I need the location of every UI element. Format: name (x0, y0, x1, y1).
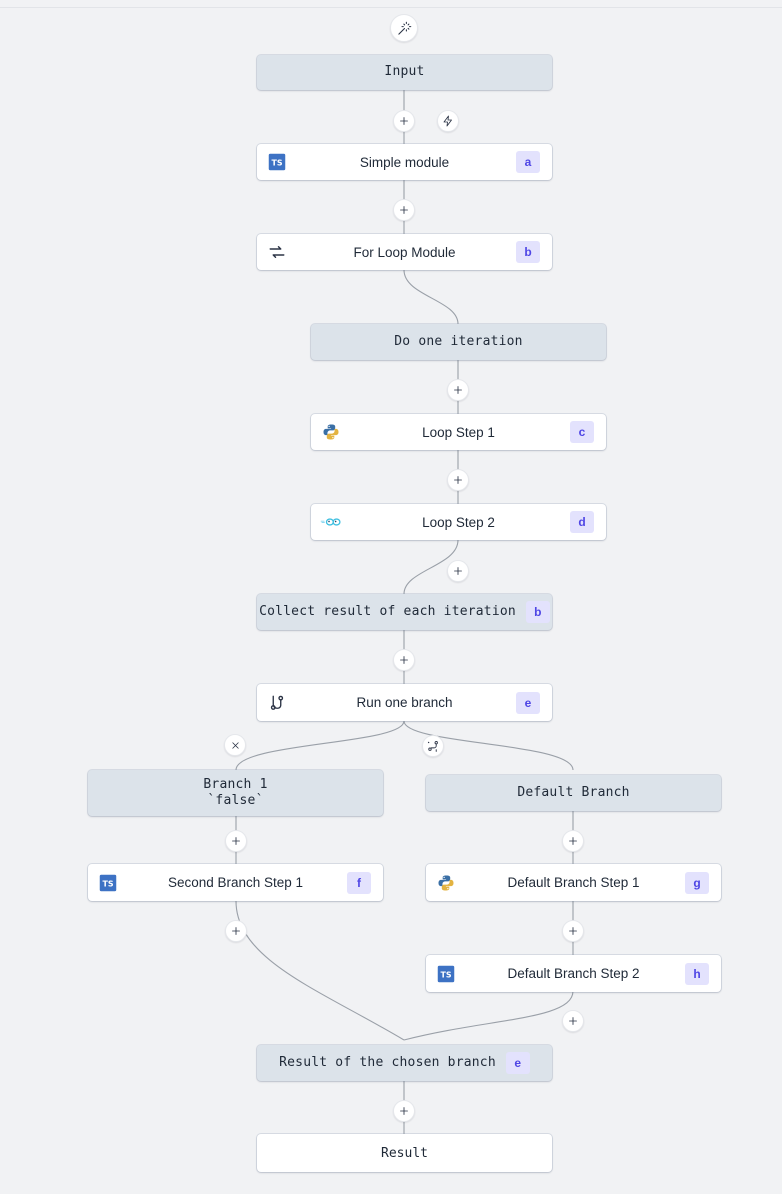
node-branch-1[interactable]: Branch 1 `false` (88, 770, 383, 816)
go-icon (320, 511, 342, 533)
add-step-button-11[interactable] (562, 1010, 584, 1032)
plus-icon (398, 1105, 410, 1117)
node-default-branch-step-1[interactable]: Default Branch Step 1 g (426, 864, 721, 901)
node-second-branch-step-1-label: Second Branch Step 1 (167, 875, 304, 890)
plus-icon (452, 474, 464, 486)
add-step-button-5[interactable] (447, 560, 469, 582)
plus-icon (398, 115, 410, 127)
add-step-button-8[interactable] (225, 920, 247, 942)
plus-icon (567, 1015, 579, 1027)
plus-icon (398, 654, 410, 666)
add-step-button-12[interactable] (393, 1100, 415, 1122)
zap-icon (442, 115, 454, 127)
svg-text:TS: TS (440, 970, 451, 979)
git-branch-plus-icon (427, 740, 440, 753)
add-step-button-3[interactable] (447, 379, 469, 401)
node-loop-step-2-badge: d (570, 511, 594, 533)
node-loop-step-1-label: Loop Step 1 (422, 424, 495, 440)
plus-icon (230, 925, 242, 937)
node-input[interactable]: Input (257, 55, 552, 90)
plus-icon (452, 384, 464, 396)
python-icon (322, 423, 340, 441)
add-step-button-6[interactable] (393, 649, 415, 671)
node-loop-step-1[interactable]: Loop Step 1 c (311, 414, 606, 450)
node-second-branch-step-1-badge: f (347, 871, 371, 894)
node-result-of-chosen-branch-badge: e (505, 1052, 530, 1074)
node-loop-step-1-badge: c (570, 421, 594, 443)
add-step-button-2[interactable] (393, 199, 415, 221)
plus-icon (567, 925, 579, 937)
node-simple-module[interactable]: TS Simple module a (257, 144, 552, 180)
node-for-loop-module-badge: b (516, 241, 540, 263)
node-default-branch-step-1-label: Default Branch Step 1 (507, 875, 640, 890)
node-do-one-iteration[interactable]: Do one iteration (311, 324, 606, 360)
node-collect-result-badge: b (525, 601, 550, 623)
node-for-loop-module-label: For Loop Module (353, 244, 456, 260)
add-step-button-4[interactable] (447, 469, 469, 491)
ai-magic-wand-button[interactable] (390, 14, 418, 42)
top-divider (0, 7, 782, 8)
add-step-button-7[interactable] (225, 830, 247, 852)
node-loop-step-2[interactable]: Loop Step 2 d (311, 504, 606, 540)
svg-text:TS: TS (102, 879, 113, 888)
plus-icon (230, 835, 242, 847)
node-collect-result[interactable]: Collect result of each iteration b (257, 594, 552, 630)
node-default-branch-step-1-badge: g (685, 871, 709, 894)
add-step-button-10[interactable] (562, 920, 584, 942)
node-for-loop-module[interactable]: For Loop Module b (257, 234, 552, 270)
magic-wand-icon (397, 21, 412, 36)
plus-icon (398, 204, 410, 216)
node-default-branch-step-2[interactable]: TS Default Branch Step 2 h (426, 955, 721, 992)
plus-icon (452, 565, 464, 577)
node-default-branch-step-2-label: Default Branch Step 2 (507, 966, 640, 981)
add-branch-button[interactable] (422, 735, 444, 757)
node-second-branch-step-1[interactable]: TS Second Branch Step 1 f (88, 864, 383, 901)
add-step-button-1[interactable] (393, 110, 415, 132)
node-result-label: Result (381, 1145, 428, 1161)
node-run-one-branch-badge: e (516, 691, 540, 714)
node-input-label: Input (384, 64, 425, 80)
python-icon (437, 874, 455, 892)
add-step-button-9[interactable] (562, 830, 584, 852)
node-default-branch[interactable]: Default Branch (426, 775, 721, 811)
typescript-icon: TS (99, 874, 117, 892)
node-result-of-chosen-branch-badge-slot: e (505, 1052, 530, 1074)
node-default-branch-step-2-badge: h (685, 962, 709, 985)
branch-icon (268, 694, 286, 712)
node-result-of-chosen-branch-label: Result of the chosen branch (279, 1054, 496, 1070)
node-do-one-iteration-label: Do one iteration (394, 333, 523, 349)
typescript-icon: TS (437, 965, 455, 983)
loop-repeat-icon (268, 243, 286, 261)
node-simple-module-label: Simple module (359, 154, 450, 170)
node-result-of-chosen-branch[interactable]: Result of the chosen branch e (257, 1045, 552, 1081)
node-collect-result-badge-slot: b (525, 601, 550, 623)
node-run-one-branch[interactable]: Run one branch e (257, 684, 552, 721)
add-trigger-button[interactable] (437, 110, 459, 132)
node-run-one-branch-label: Run one branch (356, 695, 453, 710)
node-loop-step-2-label: Loop Step 2 (422, 514, 495, 530)
node-branch-1-sublabel: `false` (207, 793, 264, 808)
node-default-branch-label: Default Branch (517, 784, 630, 800)
remove-branch-button[interactable] (224, 734, 246, 756)
node-branch-1-label: Branch 1 (203, 776, 268, 792)
typescript-icon: TS (268, 153, 286, 171)
node-result[interactable]: Result (257, 1134, 552, 1172)
svg-text:TS: TS (271, 158, 282, 167)
node-collect-result-label: Collect result of each iteration (259, 603, 516, 619)
node-simple-module-badge: a (516, 151, 540, 173)
plus-icon (567, 835, 579, 847)
close-icon (230, 740, 241, 751)
